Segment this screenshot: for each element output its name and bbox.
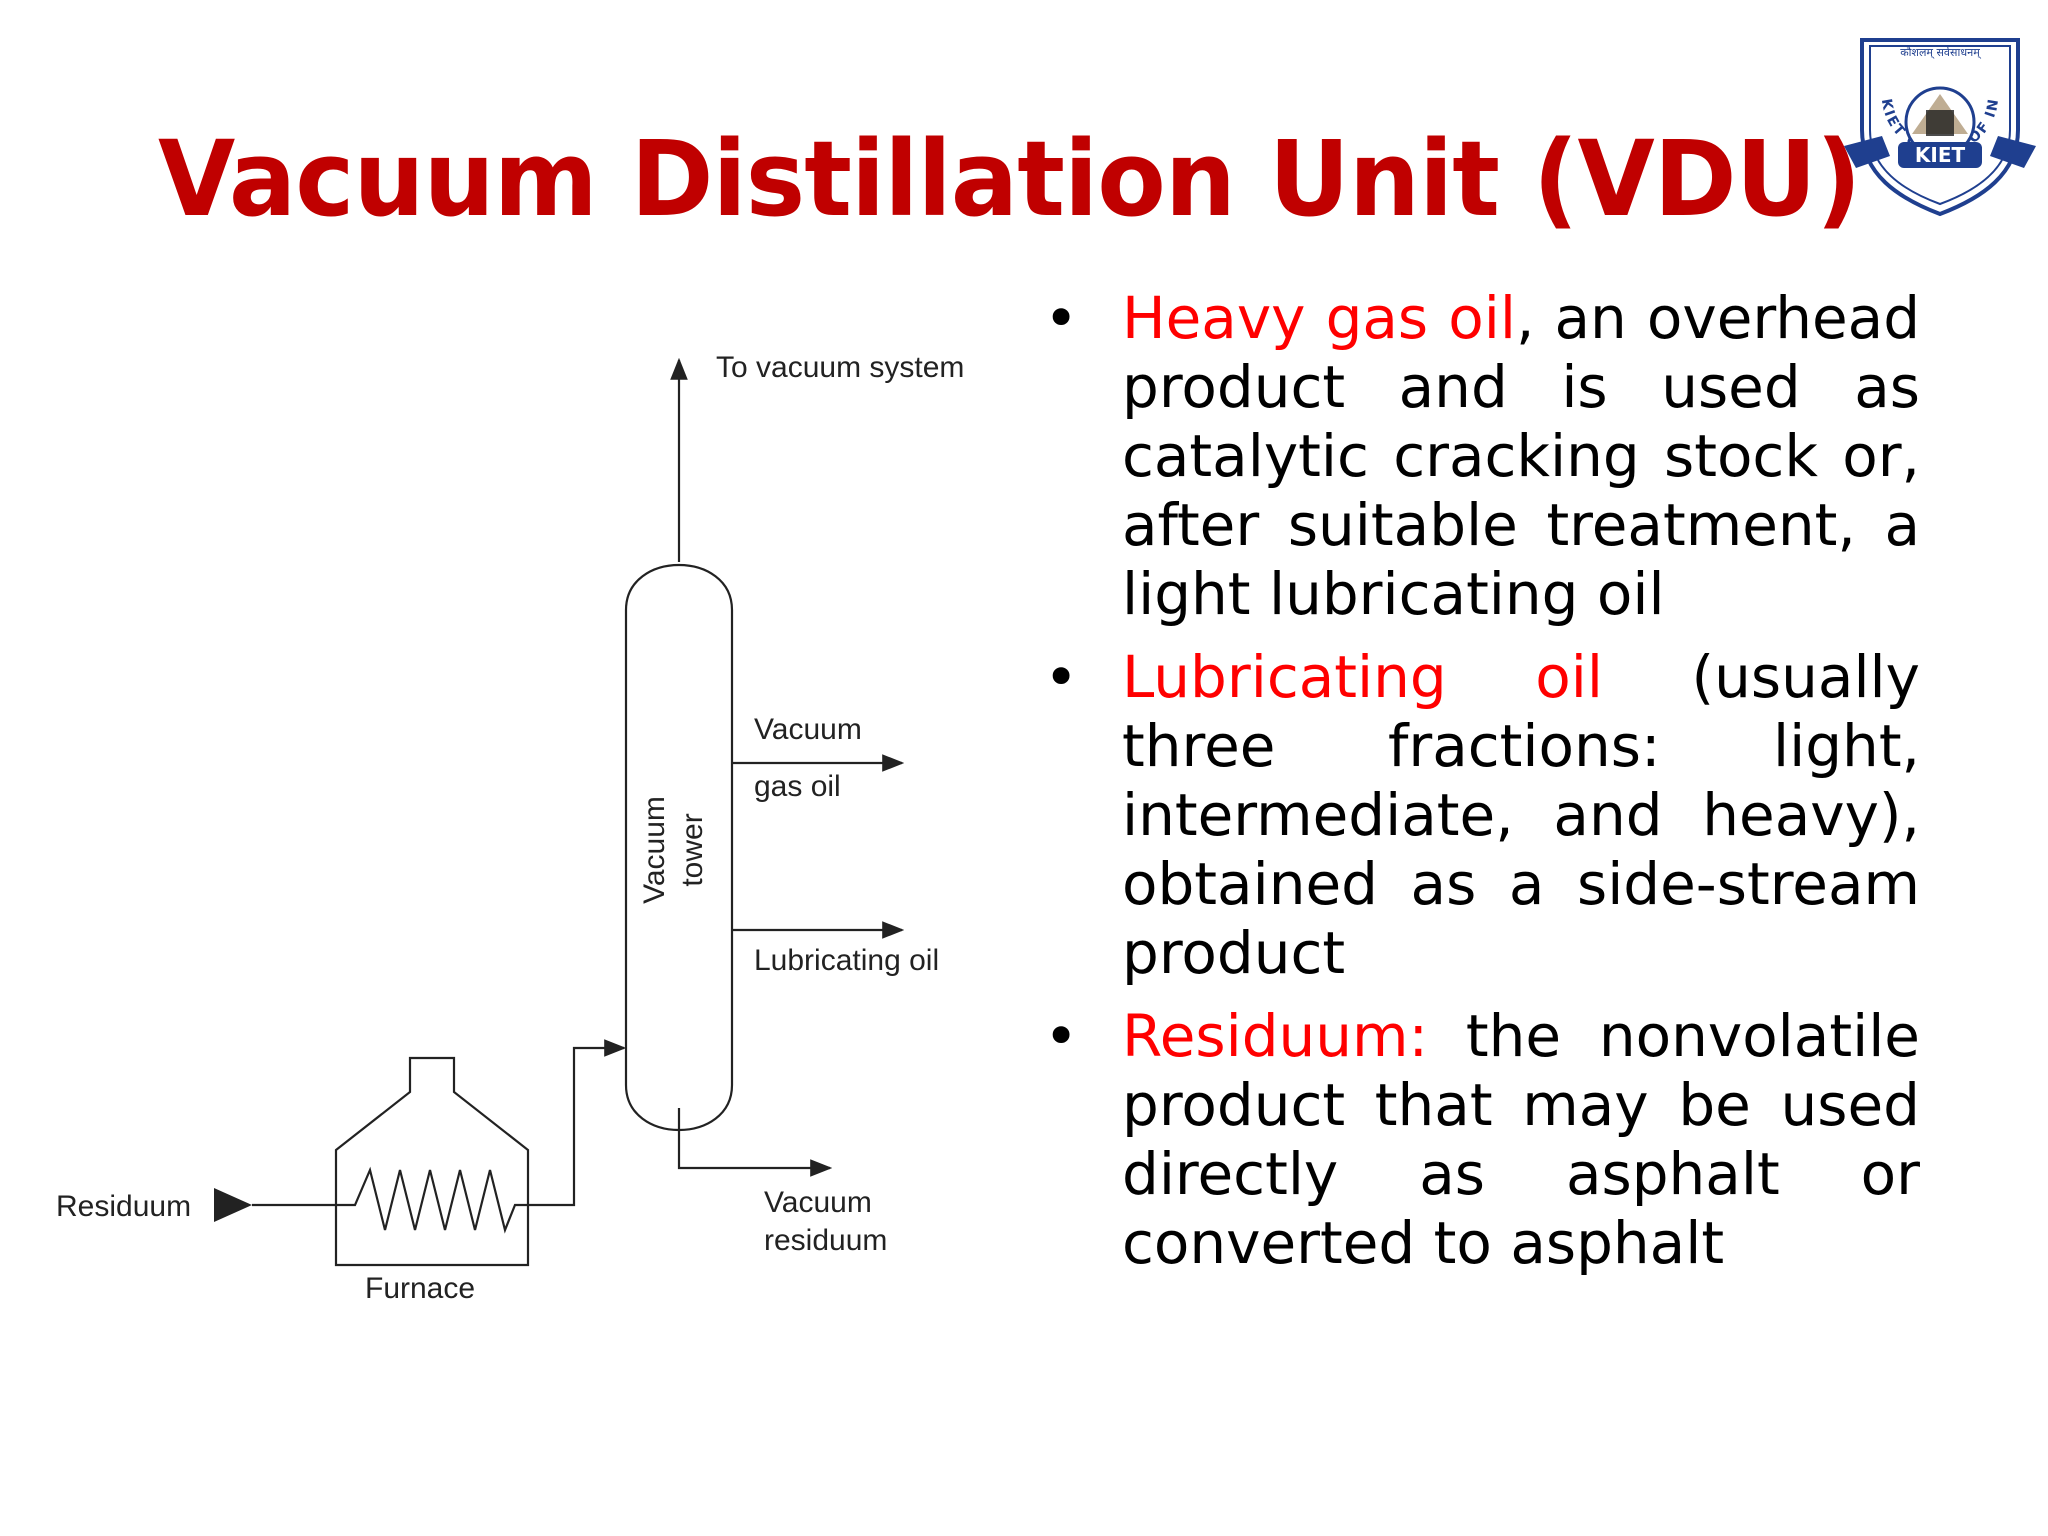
vacuum-tower-label-2: tower xyxy=(676,813,709,886)
bullet-marker: • xyxy=(1044,284,1079,352)
bullet-marker: • xyxy=(1044,1002,1079,1070)
bullet-text: the nonvolatile product that may be used… xyxy=(1122,1002,1920,1277)
bullet-item-lubricating-oil: • Lubricating oil (usually three fractio… xyxy=(1040,643,1920,988)
lubricating-oil-label: Lubricating oil xyxy=(754,944,939,977)
vacuum-tower-shape xyxy=(624,563,734,1132)
bullet-item-residuum: • Residuum: the nonvolatile product that… xyxy=(1040,1002,1920,1278)
vacuum-gas-oil-label-1: Vacuum xyxy=(754,713,862,746)
bullet-highlight: Heavy gas oil xyxy=(1122,284,1516,352)
to-vacuum-system-label: To vacuum system xyxy=(716,351,964,384)
vacuum-gas-oil-label-2: gas oil xyxy=(754,770,841,803)
slide-title: Vacuum Distillation Unit (VDU) xyxy=(158,118,1861,240)
logo-motto: कौशलम् सर्वसाधनम् xyxy=(1900,46,1982,59)
furnace-to-tower-line xyxy=(525,1039,627,1207)
bullet-highlight: Lubricating oil xyxy=(1122,643,1603,711)
vacuum-residuum-label-2: residuum xyxy=(764,1224,887,1257)
bullet-highlight: Residuum: xyxy=(1122,1002,1429,1070)
bullet-item-heavy-gas-oil: • Heavy gas oil, an overhead product and… xyxy=(1040,284,1920,629)
vacuum-tower-label-1: Vacuum xyxy=(638,796,671,904)
furnace-coil xyxy=(336,1166,528,1234)
vdu-flow-diagram: To vacuum system Vacuum tower Vacuum gas… xyxy=(56,351,964,1305)
vacuum-residuum-line xyxy=(677,1108,833,1177)
residuum-in-label: Residuum xyxy=(56,1190,191,1223)
bullet-text: (usually three fractions: light, interme… xyxy=(1122,643,1920,987)
logo-badge: KIET xyxy=(1915,143,1966,167)
bullet-text: , an overhead product and is used as cat… xyxy=(1122,284,1921,628)
vacuum-residuum-label-1: Vacuum xyxy=(764,1186,872,1219)
residuum-feed-arrow xyxy=(214,1188,252,1222)
furnace-shape xyxy=(334,1056,530,1267)
kiet-logo: कौशलम् सर्वसाधनम् KIET GROUP OF INSTITUT… xyxy=(1842,34,2036,217)
bullet-list: • Heavy gas oil, an overhead product and… xyxy=(1040,284,1920,1292)
furnace-label: Furnace xyxy=(365,1272,475,1305)
bullet-marker: • xyxy=(1044,643,1079,711)
